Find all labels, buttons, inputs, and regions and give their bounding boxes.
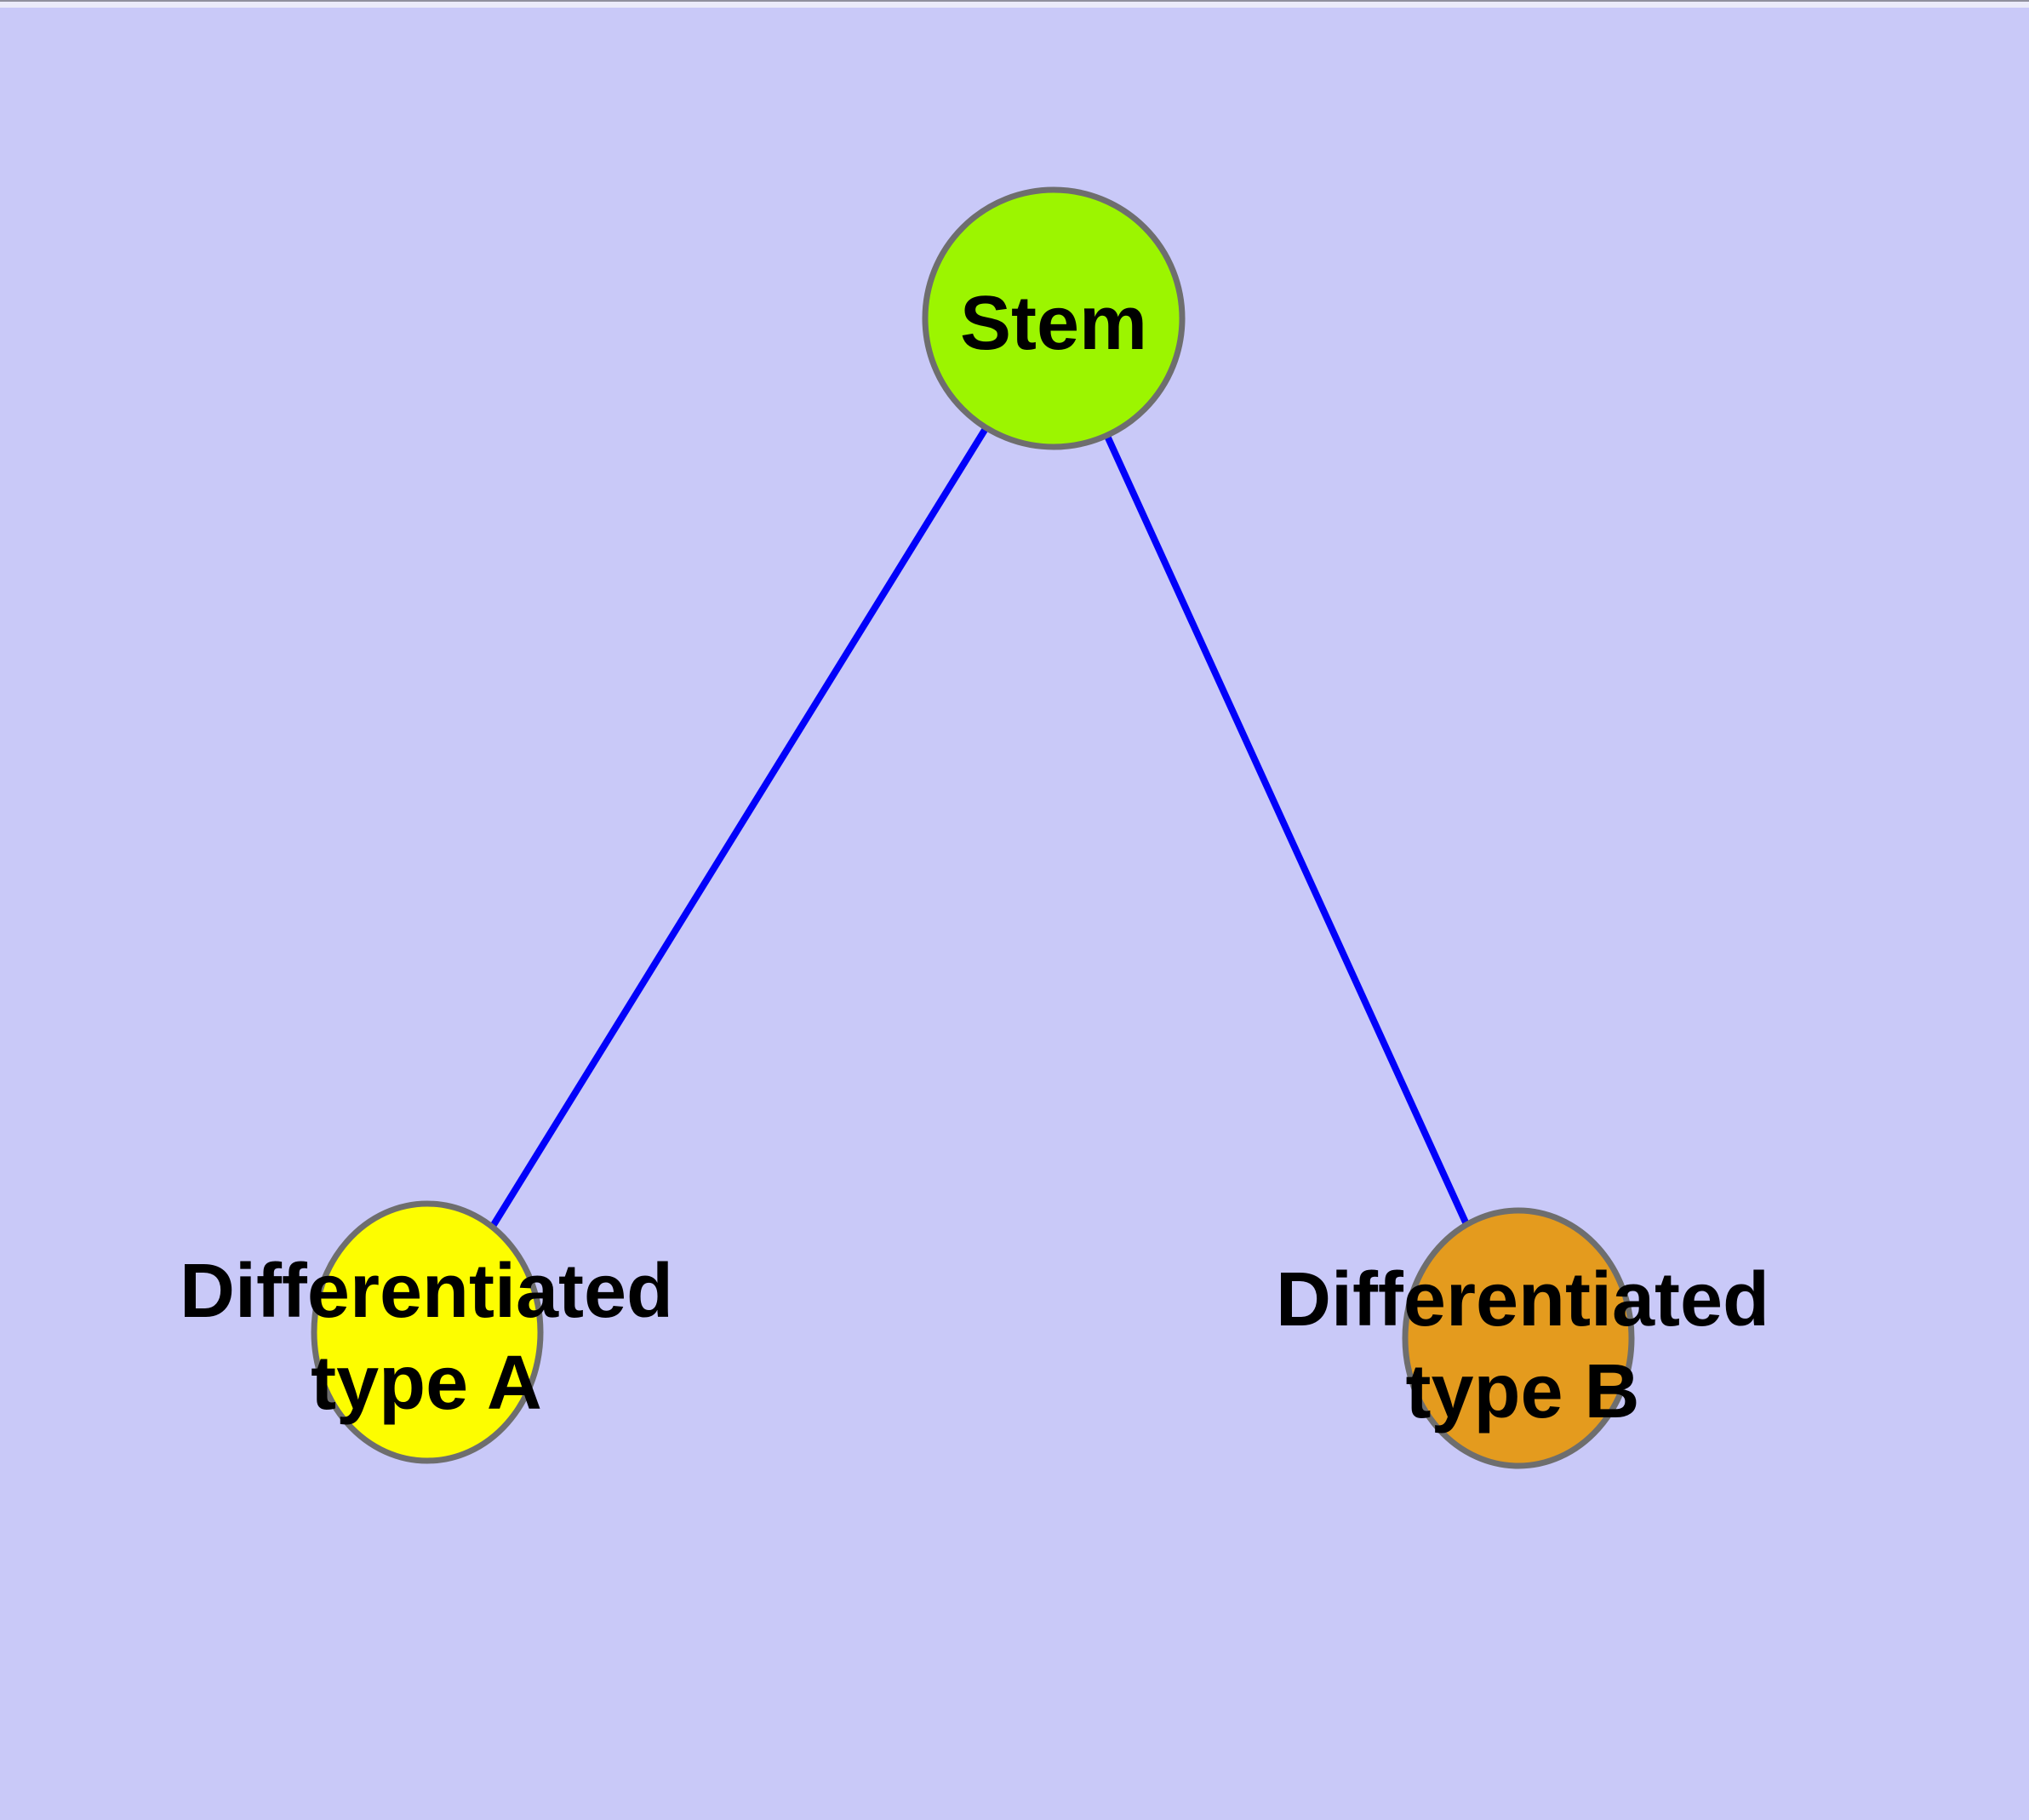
type-b-node-circle xyxy=(1402,1207,1635,1469)
stem-node-circle xyxy=(922,186,1186,450)
edge-stem-to-type-a xyxy=(424,316,1057,1335)
edge-stem-to-type-b xyxy=(1050,317,1522,1340)
type-a-node-label-line1: Differentiated xyxy=(180,1249,673,1334)
type-a-node-label-line2: type A xyxy=(311,1341,542,1426)
stem-node-label: Stem xyxy=(960,281,1147,366)
type-b-node-label-line1: Differentiated xyxy=(1276,1257,1769,1342)
top-edge-line xyxy=(0,0,2029,2)
node-differentiated-type-a: Differentiated type A xyxy=(180,1200,673,1464)
type-b-node-label-line2: type B xyxy=(1405,1349,1639,1434)
type-a-node-circle xyxy=(311,1200,544,1464)
node-differentiated-type-b: Differentiated type B xyxy=(1276,1207,1769,1469)
top-edge-strip xyxy=(0,0,2029,8)
node-stem: Stem xyxy=(922,186,1186,450)
